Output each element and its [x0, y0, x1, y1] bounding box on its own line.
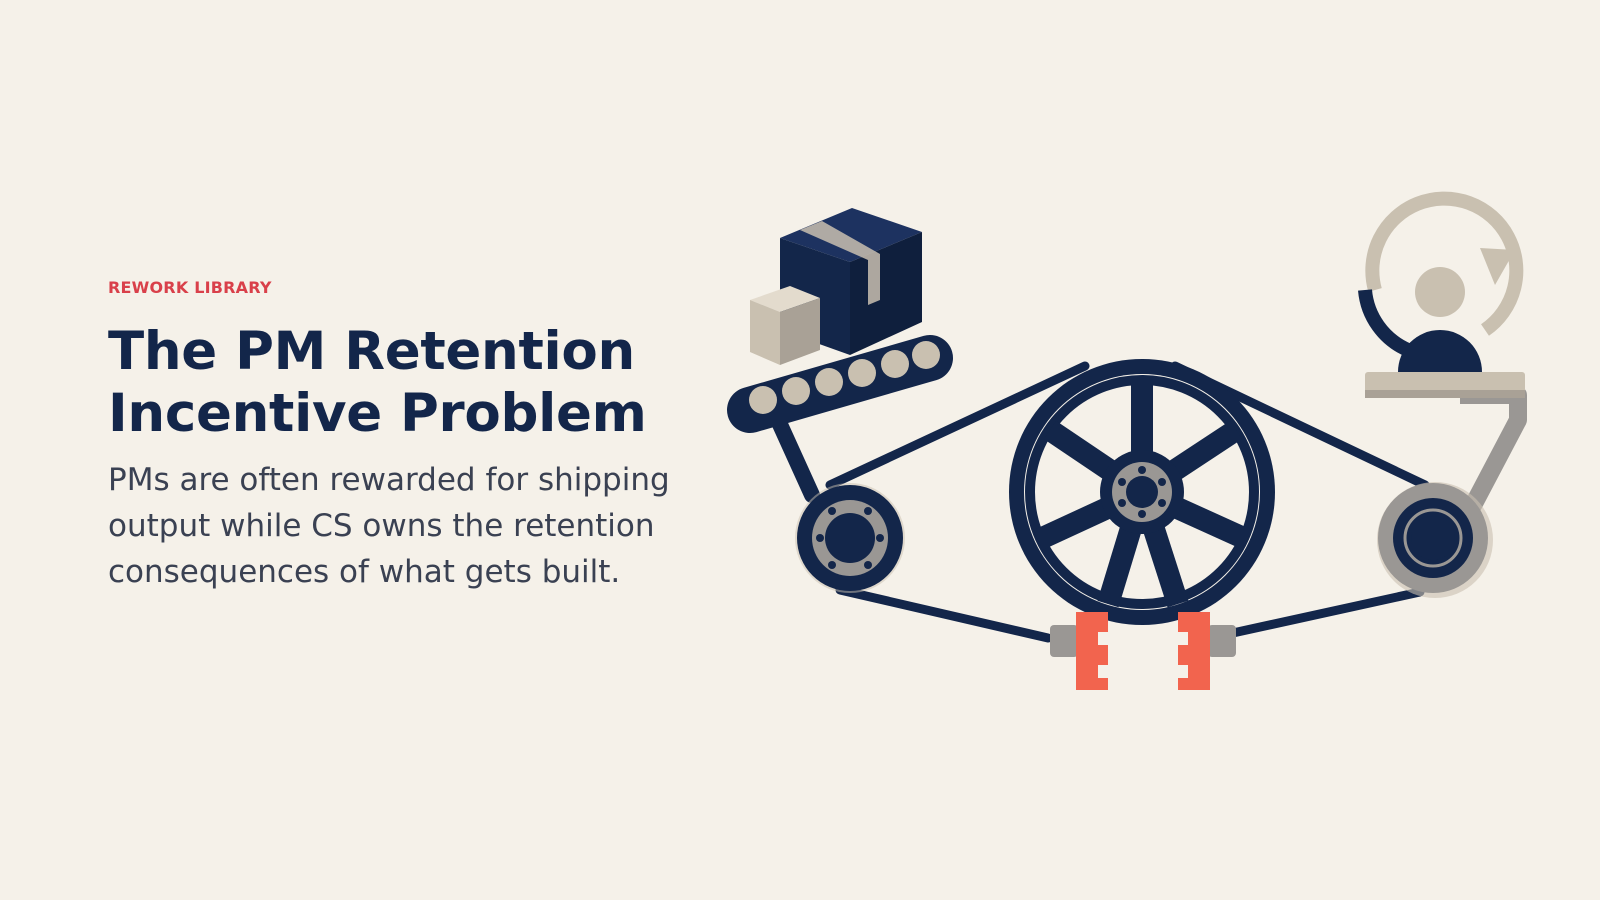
conveyor-icon [727, 335, 953, 433]
person-cycle-icon [1358, 191, 1525, 398]
page-title: The PM Retention Incentive Problem [108, 321, 728, 445]
text-block: REWORK LIBRARY The PM Retention Incentiv… [108, 278, 728, 595]
subtitle: PMs are often rewarded for shipping outp… [108, 462, 670, 590]
package-icon [750, 208, 922, 365]
right-pulley-icon [1377, 482, 1493, 598]
title-line-2: Incentive Problem [108, 383, 647, 444]
left-pulley-icon [795, 483, 905, 593]
title-line-1: The PM Retention [108, 321, 635, 382]
conveyor-arm [770, 412, 820, 503]
pulley-wheel-icon [1009, 359, 1275, 625]
broken-belt-icon [1050, 612, 1236, 690]
belt-machine-illustration [727, 191, 1527, 690]
eyebrow-label: REWORK LIBRARY [108, 278, 272, 297]
